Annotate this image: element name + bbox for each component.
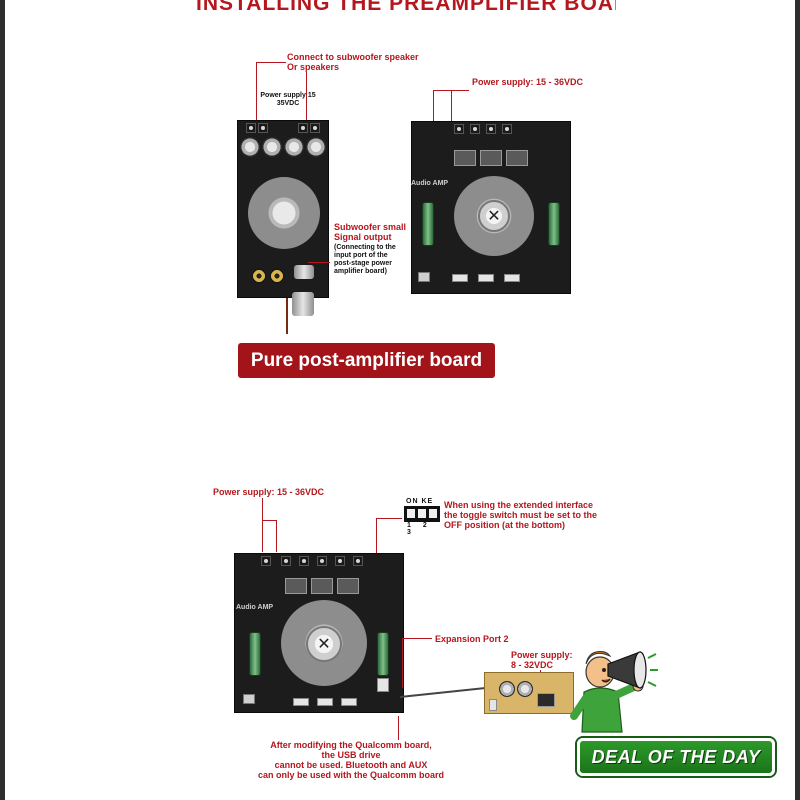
expansion-port-label: Expansion Port 2: [435, 634, 509, 644]
frame-left: [0, 0, 5, 800]
top-right-power-label: Power supply: 15 - 36VDC: [472, 77, 584, 87]
qualcomm-footer-note: After modifying the Qualcomm board, the …: [257, 740, 445, 780]
dip-switch: ON KE 1 2 3: [404, 498, 440, 536]
page-title: INSTALLING THE PREAMPLIFIER BOARD ZK-AMP: [196, 0, 616, 14]
expansion-cable: [399, 687, 486, 698]
qualcomm-board: [484, 672, 574, 714]
top-audio-amp-label: Audio AMP: [411, 180, 449, 187]
megaphone-icon: [607, 651, 658, 689]
main-amplifier-board-top: [411, 121, 571, 294]
subwoofer-signal-label: Subwoofer small Signal output: [334, 222, 407, 242]
deal-of-the-day-badge[interactable]: DEAL OF THE DAY: [577, 738, 775, 776]
bottom-power-label: Power supply: 15 - 36VDC: [213, 487, 325, 497]
subwoofer-signal-note: (Connecting to the input port of the pos…: [334, 244, 396, 275]
dip-switch-note: When using the extended interface the to…: [444, 500, 598, 530]
main-amplifier-board-bottom: [234, 553, 404, 713]
qualcomm-power-label: Power supply: 8 - 32VDC: [511, 650, 573, 670]
bottom-audio-amp-label: Audio AMP: [236, 604, 274, 611]
subwoofer-speaker-label: Connect to subwoofer speaker Or speakers: [287, 52, 419, 72]
volume-knob: [292, 292, 314, 316]
post-amplifier-banner: Pure post-amplifier board: [238, 343, 495, 378]
frame-right: [795, 0, 800, 800]
subwoofer-board: [237, 120, 329, 298]
signal-cable: [286, 298, 288, 334]
top-left-power-label: Power supply 15 35VDC: [260, 92, 316, 107]
